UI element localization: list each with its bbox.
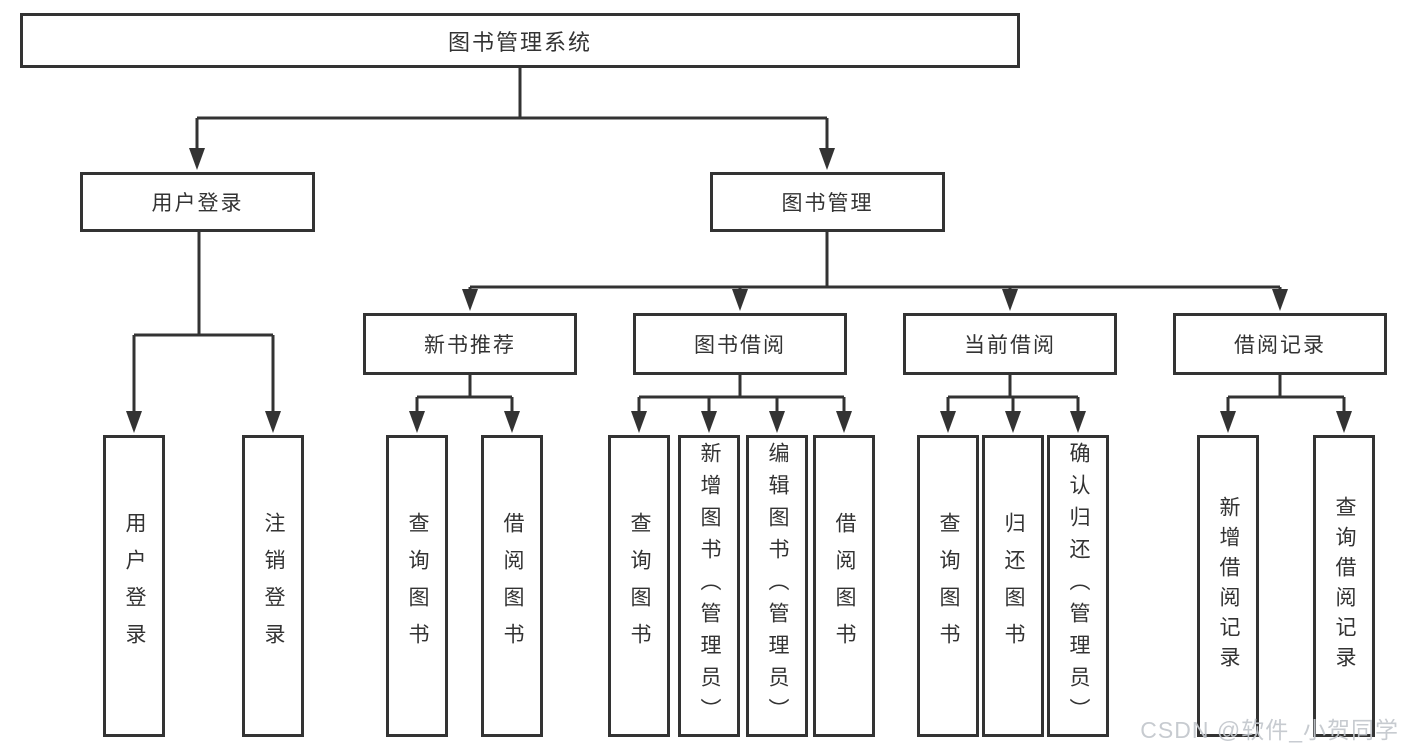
leaf-add-borrow-record: 新增借阅记录	[1197, 435, 1259, 737]
connector-book-management-to-level3	[462, 232, 1288, 311]
node-book-management: 图书管理	[710, 172, 945, 232]
leaf-user-login: 用户登录	[103, 435, 165, 737]
node-library-system: 图书管理系统	[20, 13, 1020, 68]
node-current-borrowing: 当前借阅	[903, 313, 1117, 375]
leaf-edit-books-admin: 编辑图书（管理员）	[746, 435, 808, 737]
watermark: CSDN @软件_小贺同学	[1140, 717, 1399, 743]
connector-current-borrow-to-leaves	[940, 375, 1086, 433]
connector-root-to-level2	[189, 68, 835, 170]
leaf-return-books: 归还图书	[982, 435, 1044, 737]
leaf-query-borrow-record: 查询借阅记录	[1313, 435, 1375, 737]
node-borrowing-records: 借阅记录	[1173, 313, 1387, 375]
node-user-login: 用户登录	[80, 172, 315, 232]
leaf-borrow-books: 借阅图书	[813, 435, 875, 737]
leaf-query-books: 查询图书	[608, 435, 670, 737]
connector-user-login-to-leaves	[126, 232, 281, 433]
connector-book-borrow-to-leaves	[631, 375, 852, 433]
leaf-confirm-return-admin: 确认归还（管理员）	[1047, 435, 1109, 737]
leaf-query-books: 查询图书	[917, 435, 979, 737]
leaf-query-books: 查询图书	[386, 435, 448, 737]
leaf-logout: 注销登录	[242, 435, 304, 737]
node-book-borrowing: 图书借阅	[633, 313, 847, 375]
node-new-book-recommendation: 新书推荐	[363, 313, 577, 375]
connector-new-book-to-leaves	[409, 375, 520, 433]
connector-borrow-records-to-leaves	[1220, 375, 1352, 433]
leaf-add-books-admin: 新增图书（管理员）	[678, 435, 740, 737]
leaf-borrow-books: 借阅图书	[481, 435, 543, 737]
